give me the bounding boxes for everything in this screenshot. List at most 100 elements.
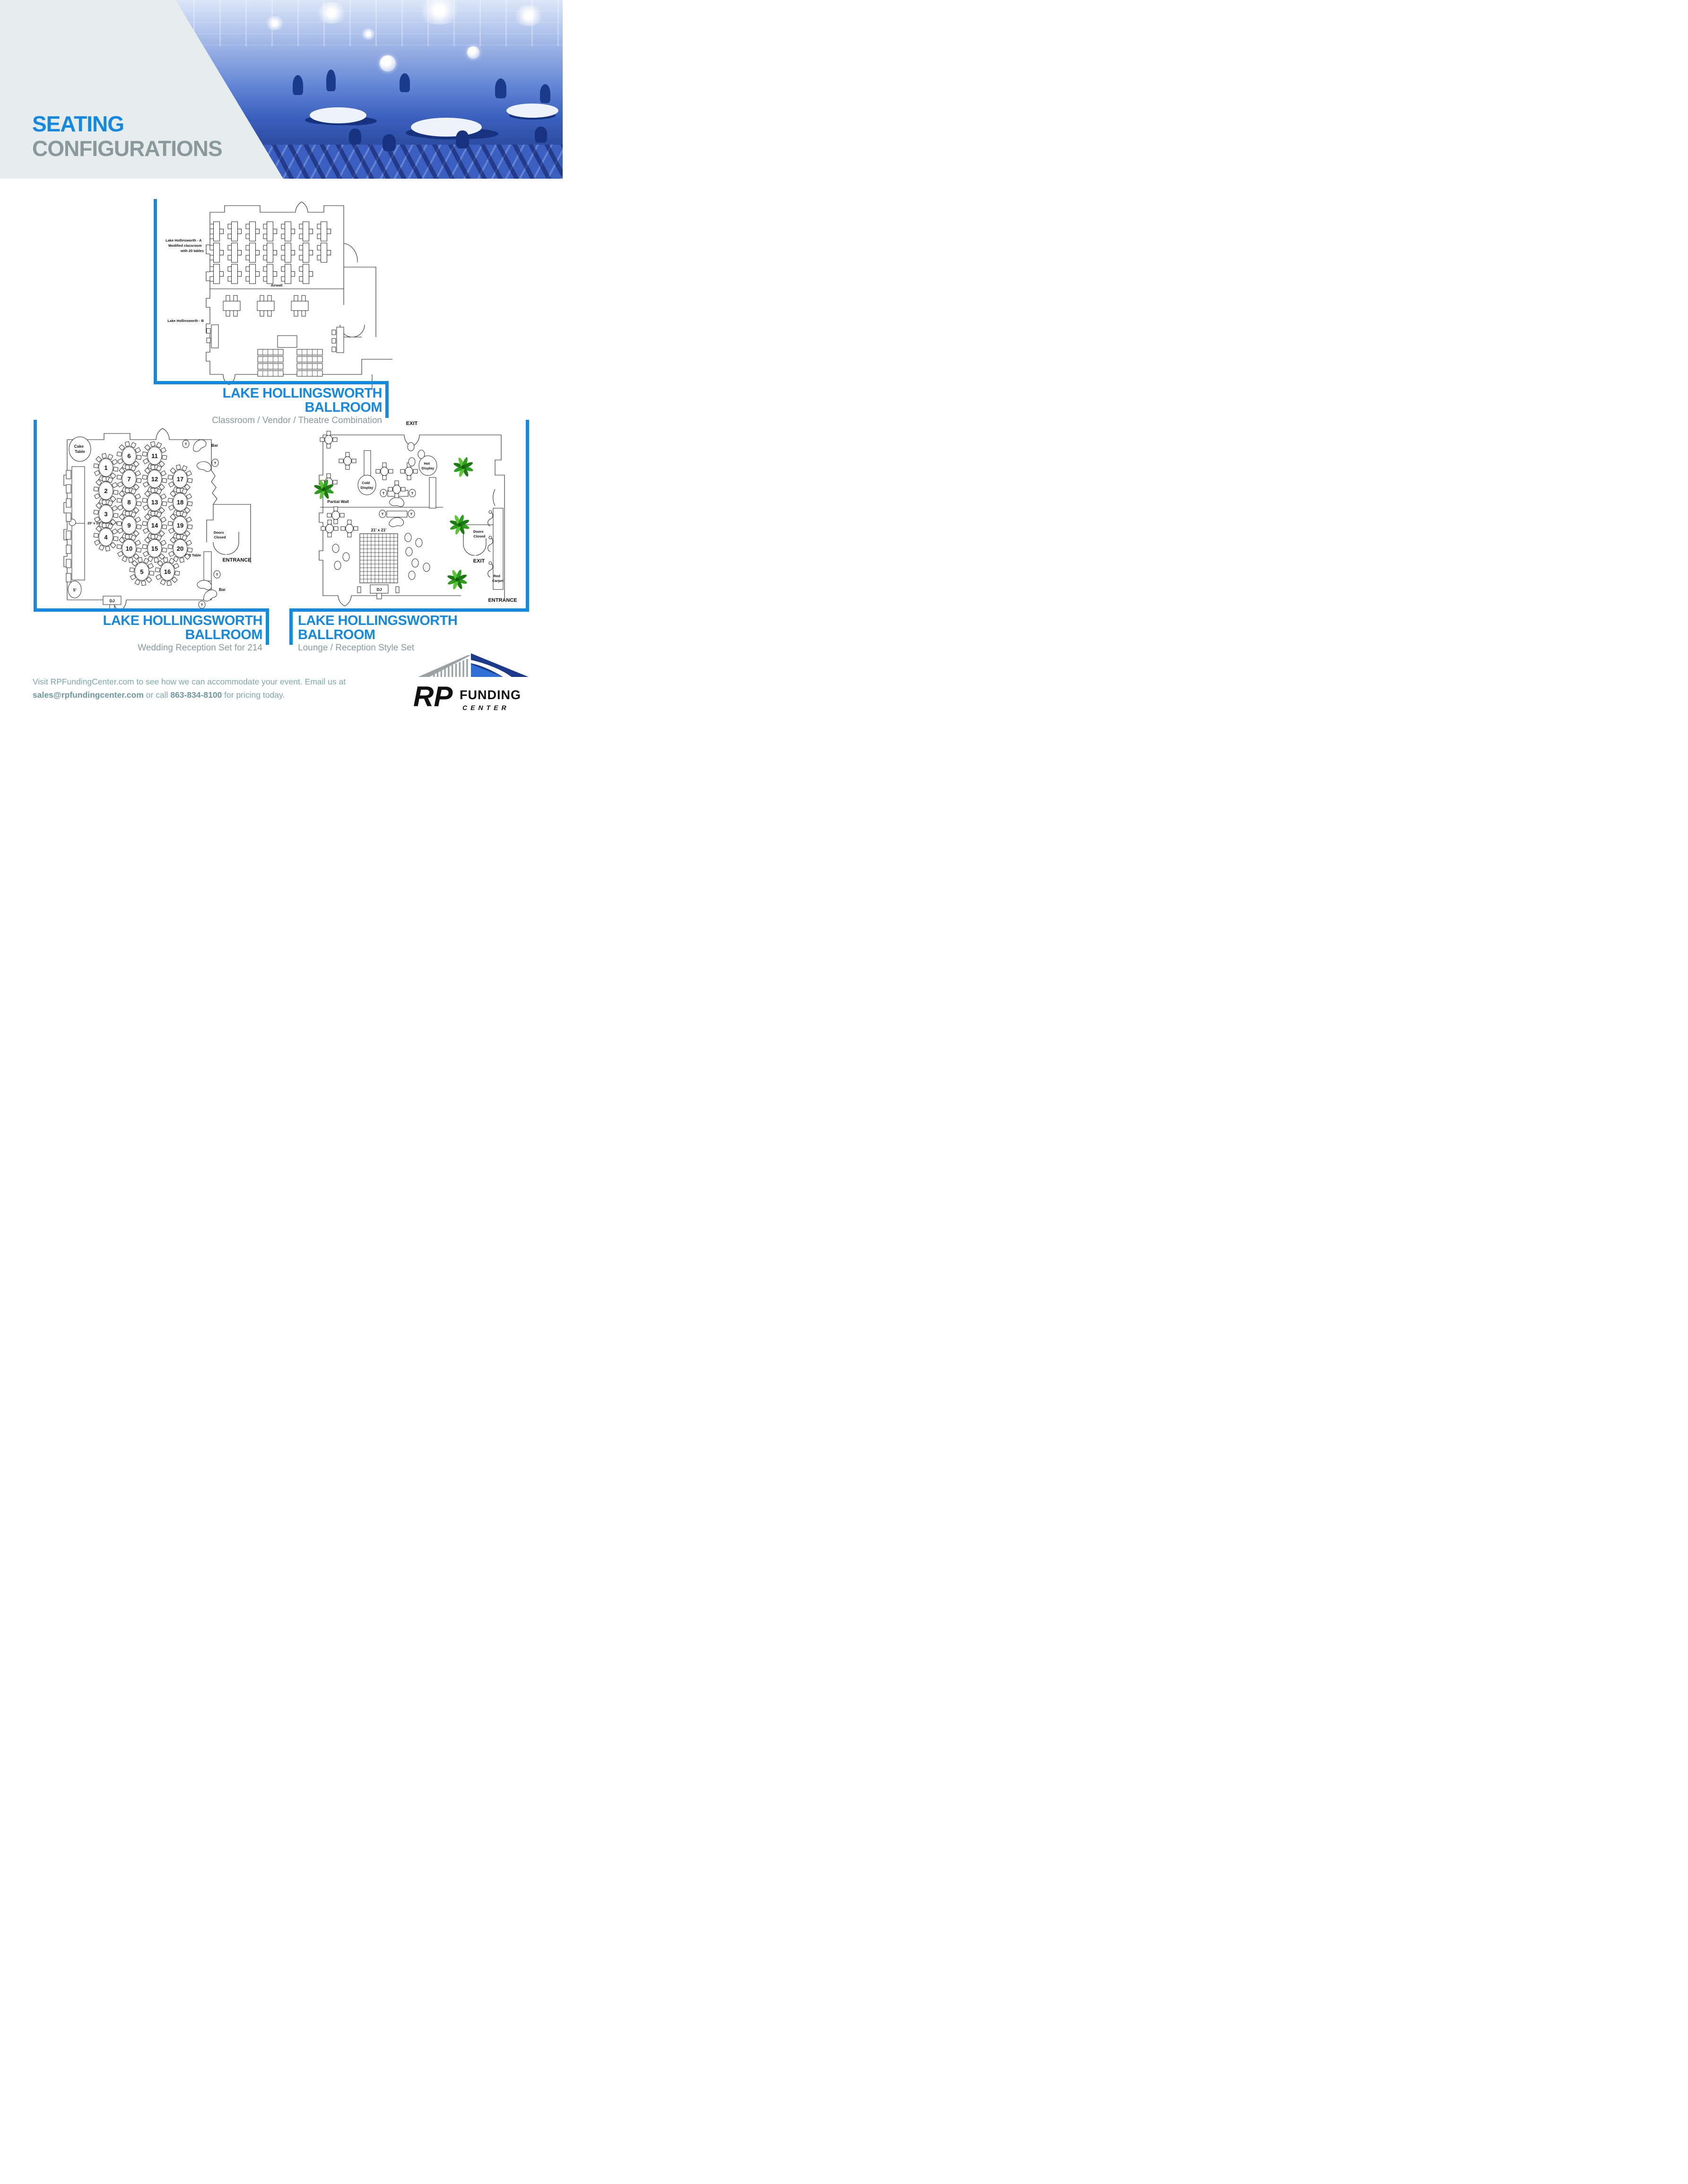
cold-display: Cold Display	[357, 450, 376, 495]
cocktail-table-t: T	[379, 510, 386, 518]
bar-kidney-shape	[389, 517, 404, 527]
ottoman	[342, 552, 350, 562]
flower-ball-decor	[467, 46, 479, 59]
svg-text:20: 20	[177, 545, 183, 552]
chair-decor	[383, 134, 396, 151]
svg-text:T: T	[383, 491, 385, 495]
ottoman	[408, 571, 416, 580]
svg-text:11: 11	[151, 452, 158, 459]
bar-area-bottom: TT	[197, 570, 221, 609]
airwall-label: Airwall	[271, 283, 283, 287]
svg-text:T: T	[214, 461, 217, 465]
svg-text:5': 5'	[73, 588, 77, 592]
ottoman	[423, 563, 430, 572]
section-a-label: Lake Hollinsworth - A Modified classroom…	[165, 235, 204, 253]
classroom-table	[245, 264, 260, 284]
guest-silhouette	[495, 78, 507, 99]
classroom-table	[227, 264, 242, 284]
cocktail-table	[327, 506, 345, 524]
floorplan-classroom-vendor-theatre: Airwall Lake Hollinsworth - A Modified c…	[154, 196, 395, 391]
bar-kidney-shape	[197, 580, 212, 590]
cocktail-table-t: T	[380, 489, 387, 497]
footer-email-link[interactable]: sales@rpfundingcenter.com	[33, 690, 144, 700]
entrance-label: ENTRANCE	[222, 557, 251, 563]
round-table: 10	[116, 534, 142, 563]
round-table: 18	[167, 487, 193, 517]
chandelier-icon	[512, 5, 545, 26]
svg-text:17: 17	[177, 476, 183, 483]
ottomans	[332, 442, 430, 580]
classroom-table	[263, 243, 277, 263]
guest-silhouette	[326, 69, 336, 92]
doors-closed-label: Doors Closed	[473, 527, 486, 538]
cocktail-table	[400, 462, 418, 480]
floorplan-wedding-drawing: Doors Closed ENTRANCE Cake Table 20' x 2…	[63, 428, 252, 612]
stanchion-rope	[487, 510, 493, 578]
ottoman	[404, 533, 412, 542]
svg-text:Gift Table: Gift Table	[185, 553, 201, 557]
classroom-tables	[209, 221, 331, 284]
round-table: 17	[167, 464, 193, 494]
ottoman	[408, 457, 416, 467]
bar-bottom-label: Bar	[219, 587, 226, 592]
bracket-line	[266, 608, 269, 645]
room-walls	[323, 434, 505, 598]
classroom-table	[281, 221, 295, 242]
svg-text:Red Carpet: Red Carpet	[492, 571, 504, 583]
cocktail-table-t: T	[408, 510, 415, 518]
svg-text:T: T	[410, 512, 413, 516]
classroom-table	[245, 243, 260, 263]
footer-phone: 863-834-8100	[170, 690, 222, 700]
floorplan-wedding-reception: Doors Closed ENTRANCE Cake Table 20' x 2…	[59, 423, 277, 612]
classroom-table	[299, 221, 313, 242]
svg-text:1: 1	[104, 464, 107, 471]
round-table: 4	[93, 522, 119, 552]
bar-area-top: TT	[182, 439, 219, 472]
svg-text:Cake Table: Cake Table	[74, 442, 86, 454]
chair-decor	[534, 127, 547, 143]
chair-decor	[348, 129, 361, 145]
svg-text:2: 2	[104, 487, 107, 494]
footer-contact-text: Visit RPFundingCenter.com to see how we …	[33, 675, 378, 702]
banquet-table-decor	[506, 104, 558, 118]
round-table: 15	[142, 534, 167, 563]
logo-center-text: CENTER	[462, 704, 510, 711]
round-table: 3	[93, 499, 119, 529]
palm-plant-icon	[314, 479, 334, 499]
dance-floor-chairs	[66, 470, 71, 582]
stanchion-curl	[487, 511, 493, 527]
chandelier-icon	[416, 0, 462, 25]
svg-text:T: T	[382, 512, 384, 516]
bracket-line	[289, 608, 529, 612]
cocktail-table-t: T	[409, 489, 416, 497]
svg-text:T: T	[185, 442, 187, 446]
chandelier-icon	[315, 1, 348, 24]
svg-text:5: 5	[140, 568, 143, 575]
classroom-table	[209, 264, 224, 284]
svg-text:3: 3	[104, 511, 107, 518]
svg-text:Hot Display: Hot Display	[422, 459, 435, 470]
classroom-table	[227, 221, 242, 242]
ottoman	[415, 538, 423, 547]
entrance-label: ENTRANCE	[488, 598, 517, 603]
svg-text:12: 12	[151, 476, 158, 483]
round-table: 16	[155, 557, 180, 586]
bracket-line	[154, 381, 389, 384]
cocktail-table	[388, 480, 406, 498]
footer-line1: Visit RPFundingCenter.com to see how we …	[33, 677, 346, 686]
room-walls	[206, 212, 225, 375]
cocktail-table	[339, 452, 357, 470]
palm-plant-icon	[453, 457, 473, 477]
bracket-line	[154, 199, 157, 384]
caption-wedding-title: LAKE HOLLINGSWORTH BALLROOM	[103, 613, 263, 643]
floorplan-lounge-drawing: EXIT Doors Closed EXIT Red Carpet	[314, 421, 517, 607]
footer-text-end: for pricing today.	[222, 690, 285, 700]
caption-lounge: LAKE HOLLINGSWORTH BALLROOM Lounge / Rec…	[298, 614, 520, 653]
podium-table	[277, 335, 297, 348]
red-carpet: Red Carpet	[492, 508, 504, 590]
page-title-line1: SEATING	[32, 112, 124, 136]
banquet-table-decor	[309, 107, 366, 123]
five-foot-table: 5'	[68, 581, 82, 598]
classroom-table	[263, 221, 277, 242]
